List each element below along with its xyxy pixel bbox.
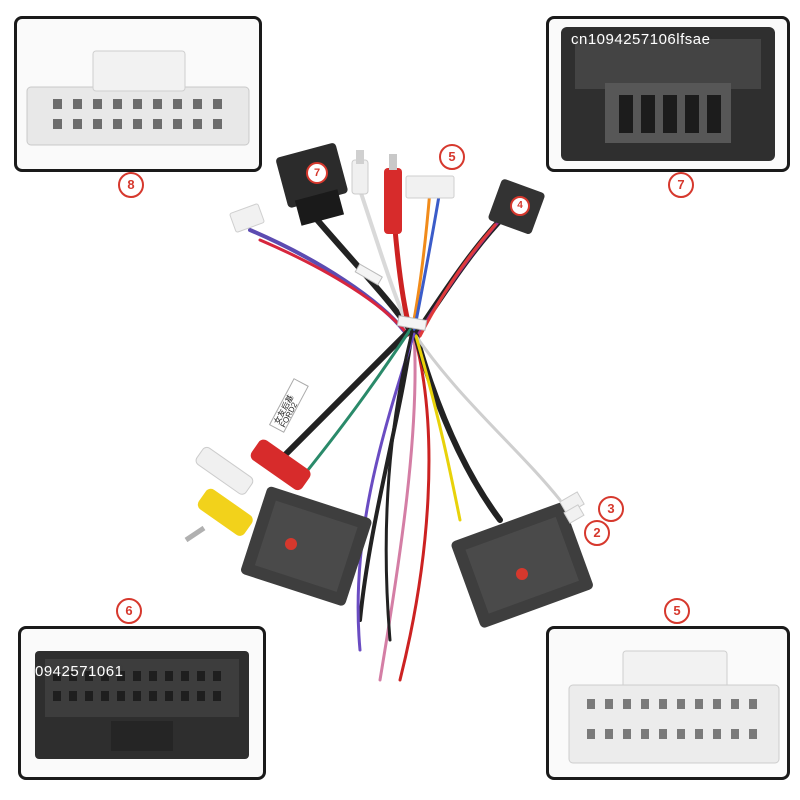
label-7-plug: 7 bbox=[306, 162, 328, 184]
label-5-bottom: 5 bbox=[664, 598, 690, 624]
label-3: 3 bbox=[598, 496, 624, 522]
white-connector-photo bbox=[26, 50, 250, 146]
watermark-bottom-left: 0942571061 bbox=[35, 663, 124, 680]
label-4: 4 bbox=[510, 196, 530, 216]
label-2: 2 bbox=[584, 520, 610, 546]
label-5-top: 5 bbox=[439, 144, 465, 170]
plug-7-top bbox=[276, 143, 348, 226]
inset-connector-5 bbox=[546, 626, 790, 780]
label-8: 8 bbox=[118, 172, 144, 198]
label-6: 6 bbox=[116, 598, 142, 624]
inset-connector-7: cn1094257106lfsae bbox=[546, 16, 790, 172]
inset-connector-6: 0942571061 bbox=[18, 626, 266, 780]
black-connector-photo bbox=[561, 27, 775, 161]
watermark-top-right: cn1094257106lfsae bbox=[571, 31, 711, 48]
white-connector-photo-5 bbox=[568, 650, 780, 764]
label-7: 7 bbox=[668, 172, 694, 198]
black-connector-photo-6 bbox=[35, 651, 249, 759]
inset-connector-8 bbox=[14, 16, 262, 172]
